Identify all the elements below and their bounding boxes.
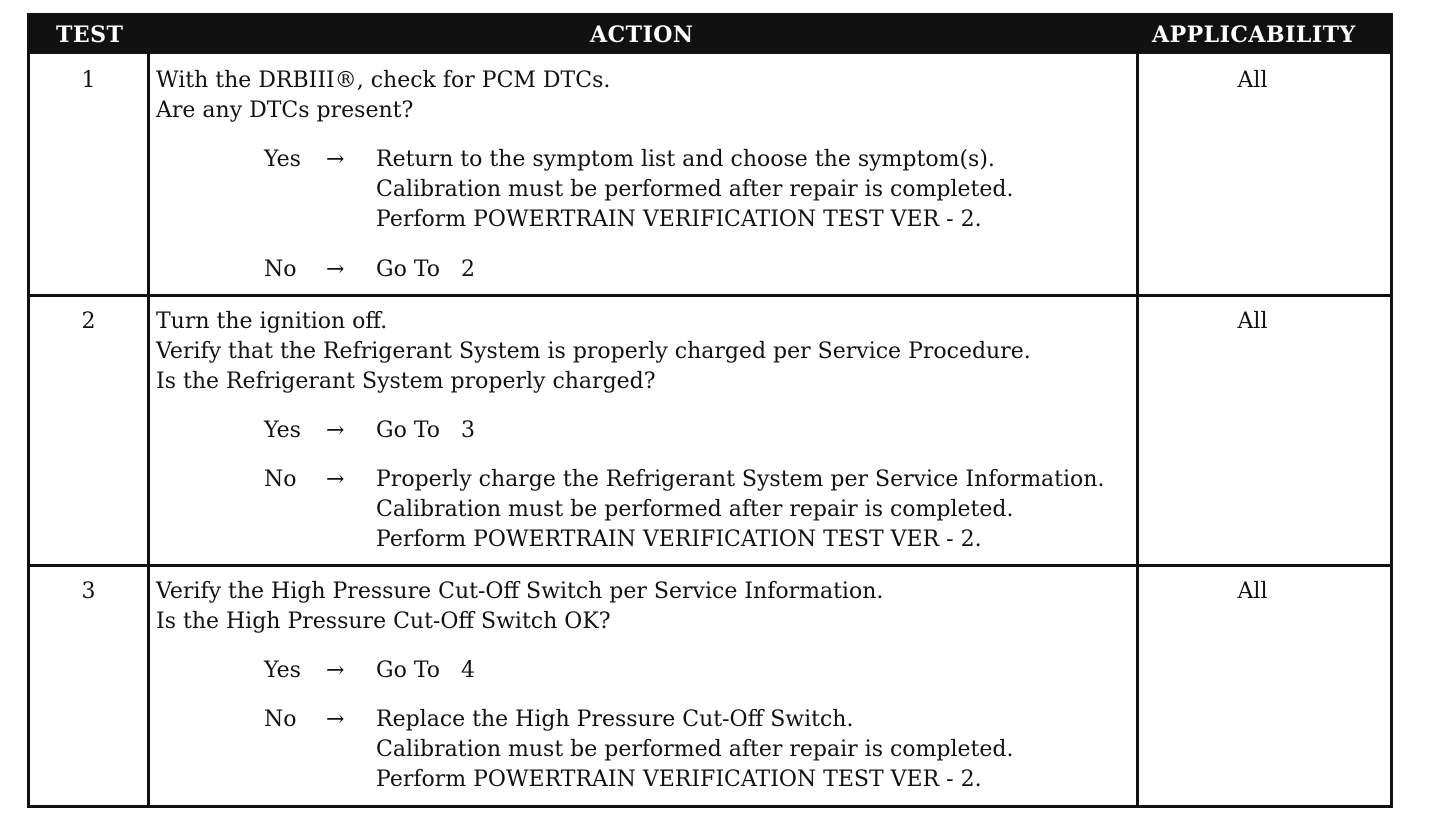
yes-label: Yes bbox=[264, 658, 301, 683]
answer-line: Calibration must be performed after repa… bbox=[376, 497, 1014, 522]
arrow-right-icon: → bbox=[326, 257, 345, 282]
test-number: 2 bbox=[81, 309, 96, 334]
question-line: Is the High Pressure Cut-Off Switch OK? bbox=[156, 609, 611, 634]
answer-line: Calibration must be performed after repa… bbox=[376, 177, 1014, 202]
header-test: TEST bbox=[56, 22, 124, 48]
applicability-value: All bbox=[1237, 579, 1268, 604]
applicability-value: All bbox=[1237, 68, 1268, 93]
answer-line: Properly charge the Refrigerant System p… bbox=[376, 467, 1105, 492]
answer-line: Perform POWERTRAIN VERIFICATION TEST VER… bbox=[376, 767, 982, 792]
header-action: ACTION bbox=[590, 22, 694, 48]
answer-line: Perform POWERTRAIN VERIFICATION TEST VER… bbox=[376, 527, 982, 552]
yes-label: Yes bbox=[264, 147, 301, 172]
test-number: 3 bbox=[81, 579, 96, 604]
question-line: Turn the ignition off. bbox=[156, 309, 388, 334]
column-divider bbox=[1136, 54, 1139, 808]
table-header: TEST ACTION APPLICABILITY bbox=[30, 16, 1390, 54]
answer-line: Return to the symptom list and choose th… bbox=[376, 147, 995, 172]
row-divider bbox=[30, 294, 1390, 297]
arrow-right-icon: → bbox=[326, 658, 345, 683]
arrow-right-icon: → bbox=[326, 147, 345, 172]
answer-line: Go To 2 bbox=[376, 257, 475, 282]
no-label: No bbox=[264, 467, 297, 492]
diagnostic-table: TEST ACTION APPLICABILITY 1 With the DRB… bbox=[27, 13, 1393, 808]
header-applicability: APPLICABILITY bbox=[1152, 22, 1356, 48]
answer-line: Calibration must be performed after repa… bbox=[376, 737, 1014, 762]
answer-line: Go To 3 bbox=[376, 418, 475, 443]
no-label: No bbox=[264, 707, 297, 732]
question-line: With the DRBIII®, check for PCM DTCs. bbox=[156, 68, 611, 93]
answer-line: Go To 4 bbox=[376, 658, 475, 683]
arrow-right-icon: → bbox=[326, 707, 345, 732]
test-number: 1 bbox=[81, 68, 96, 93]
answer-line: Replace the High Pressure Cut-Off Switch… bbox=[376, 707, 854, 732]
arrow-right-icon: → bbox=[326, 467, 345, 492]
question-line: Verify that the Refrigerant System is pr… bbox=[156, 339, 1031, 364]
question-line: Are any DTCs present? bbox=[156, 98, 414, 123]
arrow-right-icon: → bbox=[326, 418, 345, 443]
yes-label: Yes bbox=[264, 418, 301, 443]
column-divider bbox=[147, 54, 150, 808]
answer-line: Perform POWERTRAIN VERIFICATION TEST VER… bbox=[376, 207, 982, 232]
no-label: No bbox=[264, 257, 297, 282]
row-divider bbox=[30, 564, 1390, 567]
question-line: Verify the High Pressure Cut-Off Switch … bbox=[156, 579, 884, 604]
question-line: Is the Refrigerant System properly charg… bbox=[156, 369, 656, 394]
applicability-value: All bbox=[1237, 309, 1268, 334]
